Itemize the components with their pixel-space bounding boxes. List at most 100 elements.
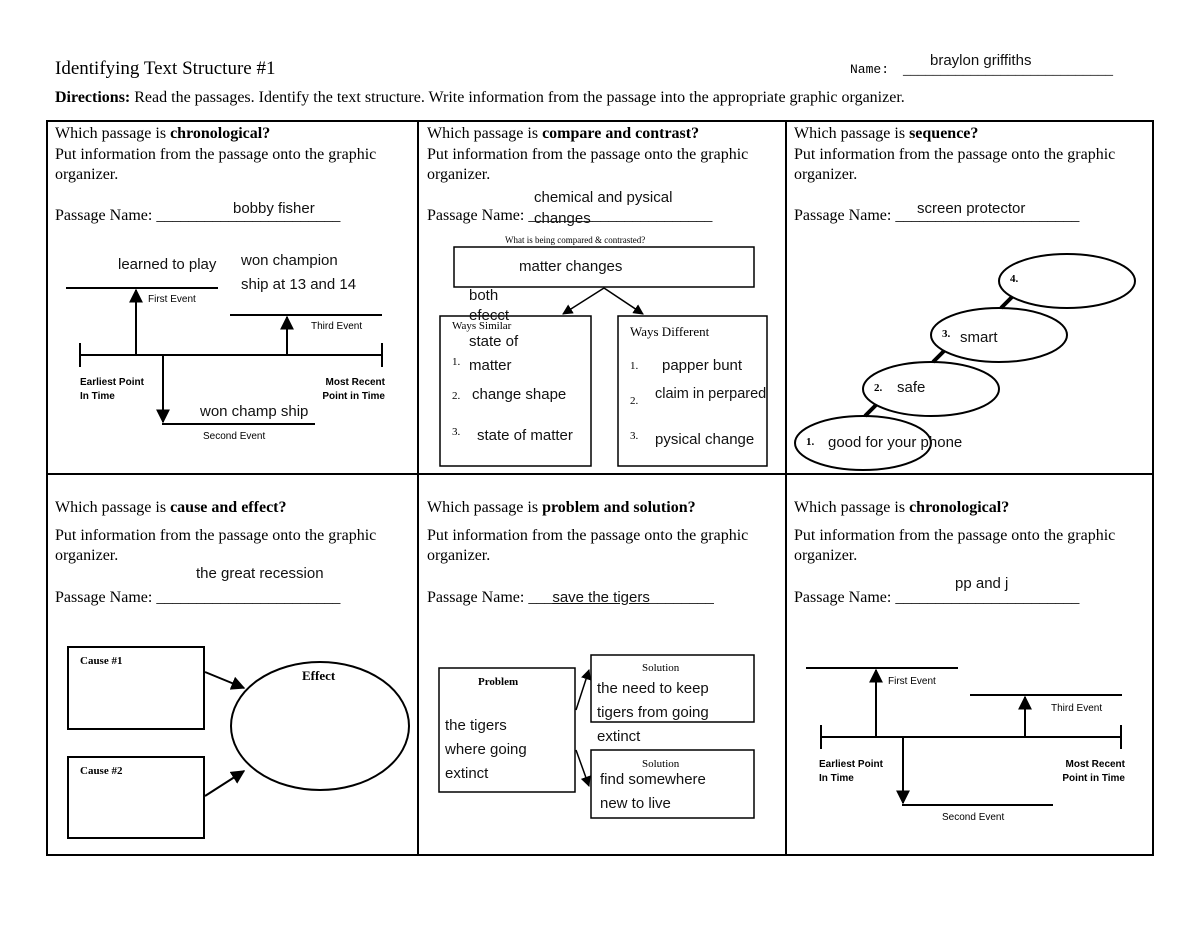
second-event-label: Second Event <box>203 431 266 442</box>
timeline-1 <box>66 287 383 425</box>
cause-effect-organizer <box>67 646 410 839</box>
question-prefix: Which passage is <box>794 125 910 142</box>
problem-solution-organizer <box>438 654 755 819</box>
grid-divider <box>785 120 787 856</box>
overlap-note[interactable]: both efecct <box>469 286 509 326</box>
passage-name-label: Passage Name: <box>794 207 892 224</box>
first-event-answer[interactable]: learned to play <box>118 256 217 273</box>
question-prefix: Which passage is <box>794 499 910 516</box>
cell5-passage-name-field[interactable]: save the tigers <box>552 589 650 606</box>
step-3-answer[interactable]: smart <box>960 329 998 346</box>
worksheet-title: Identifying Text Structure #1 <box>55 58 276 79</box>
passage-name-label: Passage Name: <box>55 589 153 606</box>
question-prefix: Which passage is <box>427 125 543 142</box>
cell1-instructions: Put information from the passage onto th… <box>55 146 377 183</box>
passage-name-line: _______________________ <box>528 207 713 224</box>
cell6-passage-name-field[interactable]: pp and j <box>955 575 1009 592</box>
similar-answer[interactable]: state of <box>469 333 519 350</box>
step-4-number: 4. <box>1010 273 1019 285</box>
organizer-grid <box>46 120 1154 856</box>
answer-line: extinct <box>597 728 641 745</box>
directions: Directions: Read the passages. Identify … <box>55 89 905 107</box>
passage-name-line: _______________________ <box>895 589 1080 606</box>
step-1-answer[interactable]: good for your phone <box>828 434 963 451</box>
recent-point-label: Most Recent Point in Time <box>1053 758 1125 786</box>
third-event-answer[interactable]: won champion ship at 13 and 14 <box>241 249 356 297</box>
solution-2-answer[interactable]: find somewhere new to live <box>600 768 706 816</box>
cell5-question: Which passage is problem and solution? <box>427 498 696 518</box>
structure-type: sequence? <box>909 125 979 142</box>
timeline-2 <box>806 667 1122 806</box>
similar-answer[interactable]: state of matter <box>477 427 573 444</box>
cell4-question: Which passage is cause and effect? <box>55 498 287 518</box>
recent-point-label: Most Recent Point in Time <box>315 376 385 404</box>
passage-name-label: Passage Name: <box>427 207 525 224</box>
step-2-answer[interactable]: safe <box>897 379 926 396</box>
cell2-passage-name-field[interactable]: chemical and pysical changes <box>534 187 672 229</box>
recent-line1: Most Recent <box>1065 759 1125 770</box>
answer-line: new to live <box>600 795 671 812</box>
earliest-line2: In Time <box>819 773 854 784</box>
cell2-instructions: Put information from the passage onto th… <box>427 146 749 183</box>
cell2-question: Which passage is compare and contrast? <box>427 124 699 144</box>
third-event-label: Third Event <box>1051 703 1103 714</box>
passage-name-line: ________ <box>649 589 714 606</box>
passage-name-line: _______________________ <box>895 207 1080 224</box>
directions-label: Directions: <box>55 89 131 106</box>
recent-line1: Most Recent <box>325 377 385 388</box>
cell1-passage-name-field[interactable]: bobby fisher <box>233 200 315 217</box>
problem-answer[interactable]: the tigers where going extinct <box>445 714 527 786</box>
different-answer[interactable]: papper bunt <box>662 357 743 374</box>
question-prefix: Which passage is <box>427 499 543 516</box>
cell5-passage-name: Passage Name: ___save the tigers________ <box>427 589 714 607</box>
grid-divider <box>417 120 419 856</box>
cell3-passage-name-field[interactable]: screen protector <box>917 200 1026 217</box>
name-line: ____________________________ <box>903 62 1113 78</box>
cause-1-label: Cause #1 <box>80 655 123 667</box>
passage-name-label: Passage Name: <box>427 589 525 606</box>
structure-type: chronological? <box>170 125 271 142</box>
answer-line: won champion <box>241 252 338 269</box>
different-num-1: 1. <box>630 360 639 372</box>
solution-1-label: Solution <box>642 662 680 674</box>
question-prefix: Which passage is <box>55 125 171 142</box>
cell5-instructions: Put information from the passage onto th… <box>427 527 749 564</box>
answer-line: where going <box>445 741 527 758</box>
similar-num-1: 1. <box>452 356 461 368</box>
compare-organizer <box>439 246 768 467</box>
recent-line2: Point in Time <box>322 391 385 402</box>
answer-line: the need to keep <box>597 680 709 697</box>
second-event-label: Second Event <box>942 812 1005 823</box>
cell1-question: Which passage is chronological? <box>55 124 270 144</box>
cell4-passage-name-field[interactable]: the great recession <box>196 565 324 582</box>
second-event-answer[interactable]: won champ ship <box>200 403 309 420</box>
cell1-passage-name: Passage Name: _______________________ <box>55 207 340 225</box>
different-answer[interactable]: pysical change <box>655 431 755 448</box>
answer-line: tigers from going <box>597 704 709 721</box>
structure-type: chronological? <box>909 499 1010 516</box>
passage-name-label: Passage Name: <box>55 207 153 224</box>
earliest-line2: In Time <box>80 391 115 402</box>
answer-line: both <box>469 287 499 304</box>
cell3-passage-name: Passage Name: _______________________ <box>794 207 1079 225</box>
compared-label: What is being compared & contrasted? <box>505 235 646 245</box>
structure-type: problem and solution? <box>542 499 696 516</box>
cell4-instructions: Put information from the passage onto th… <box>55 527 377 564</box>
different-answer[interactable]: claim in perpared <box>655 386 767 402</box>
passage-name-label: Passage Name: <box>794 589 892 606</box>
name-field[interactable]: braylon griffiths <box>930 52 1032 69</box>
earliest-point-label: Earliest Point In Time <box>80 376 144 404</box>
structure-type: cause and effect? <box>170 499 287 516</box>
grid-divider <box>46 473 1154 475</box>
ways-different-label: Ways Different <box>630 324 710 339</box>
similar-num-2: 2. <box>452 390 461 402</box>
earliest-line1: Earliest Point <box>80 377 144 388</box>
similar-answer[interactable]: change shape <box>472 386 567 403</box>
solution-1-answer[interactable]: the need to keep tigers from going extin… <box>597 677 709 749</box>
compared-answer[interactable]: matter changes <box>519 258 623 275</box>
earliest-point-label: Earliest Point In Time <box>819 758 883 786</box>
recent-line2: Point in Time <box>1062 773 1125 784</box>
similar-answer[interactable]: matter <box>469 357 512 374</box>
step-1-number: 1. <box>806 436 815 448</box>
